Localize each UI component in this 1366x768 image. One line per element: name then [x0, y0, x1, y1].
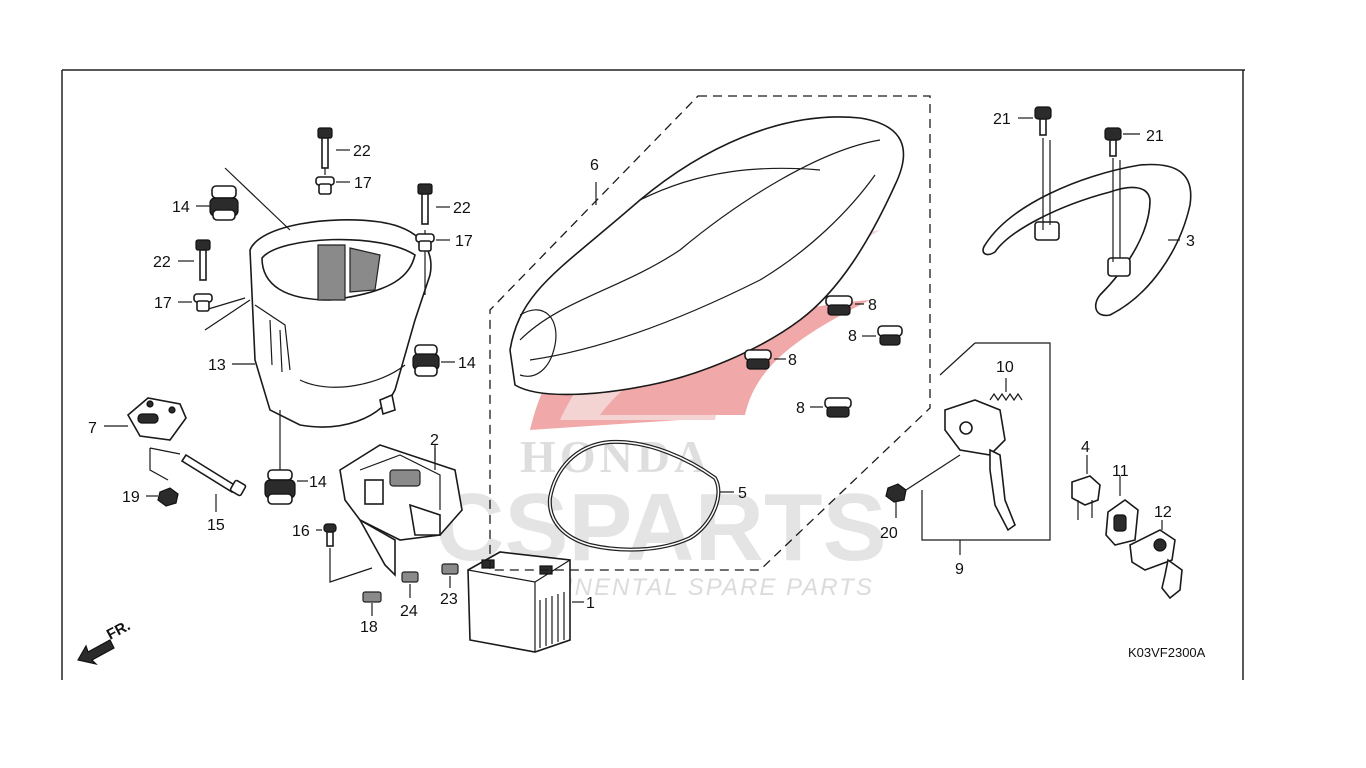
diagram-frame — [61, 69, 1245, 680]
front-direction-arrow: FR. — [77, 617, 133, 666]
callout-22a: 22 — [353, 143, 371, 160]
rubber-damper-bottom — [264, 469, 296, 505]
callout-4: 4 — [1081, 439, 1090, 456]
callout-13: 13 — [208, 357, 226, 374]
callout-22c: 22 — [153, 254, 171, 271]
bracket — [126, 397, 187, 441]
battery-box — [339, 444, 463, 577]
seat-stopper-4 — [824, 397, 852, 418]
bolt-15 — [180, 453, 247, 497]
collar-17-right — [415, 233, 435, 252]
screw-16 — [323, 523, 337, 547]
seat — [509, 116, 905, 396]
leader-lines-grab-rail — [1018, 117, 1140, 262]
key-cylinder — [1129, 520, 1183, 600]
callout-11: 11 — [1112, 463, 1129, 480]
callout-17b: 17 — [455, 233, 473, 250]
seat-group-boundary — [489, 95, 931, 571]
clip-23 — [441, 563, 459, 575]
bolt-21-right — [1104, 127, 1122, 157]
clip-24 — [401, 571, 419, 583]
pointer-arrows-left — [178, 149, 455, 482]
lock-plate — [1105, 476, 1139, 546]
callout-17a: 17 — [354, 175, 372, 192]
seat-seal — [547, 439, 734, 552]
callout-14b: 14 — [458, 355, 476, 372]
leader-lines-seat — [595, 182, 876, 408]
callout-24: 24 — [400, 603, 418, 620]
callout-7: 7 — [88, 420, 97, 437]
rubber-damper-right — [412, 344, 440, 377]
seat-stopper-1 — [825, 295, 853, 316]
bolt-20 — [885, 454, 961, 518]
rubber-damper-top — [209, 185, 239, 221]
callout-8b: 8 — [848, 328, 857, 345]
leader-lines-bracket — [104, 425, 217, 512]
callout-16: 16 — [292, 523, 310, 540]
luggage-box — [249, 219, 432, 428]
bolt-21-left — [1034, 106, 1052, 136]
callout-20: 20 — [880, 525, 898, 542]
callout-1: 1 — [586, 595, 595, 612]
callout-8c: 8 — [788, 352, 797, 369]
nut-19 — [157, 487, 179, 507]
bolt-22-left — [195, 239, 211, 281]
seat-latch — [944, 399, 1016, 532]
lock-cover — [1071, 455, 1101, 520]
battery — [467, 551, 584, 653]
callout-10: 10 — [996, 359, 1014, 376]
bolt-22-top — [317, 127, 333, 169]
callout-23: 23 — [440, 591, 458, 608]
callout-14c: 14 — [309, 474, 327, 491]
diagram-code: K03VF2300A — [1128, 645, 1206, 660]
callout-21a: 21 — [993, 111, 1011, 128]
callout-5: 5 — [738, 485, 747, 502]
collar-17-top — [315, 176, 335, 195]
callout-18: 18 — [360, 619, 378, 636]
bolt-22-right — [417, 183, 433, 225]
front-label: FR. — [104, 617, 133, 643]
callout-9: 9 — [955, 561, 964, 578]
callout-2: 2 — [430, 432, 439, 449]
callout-12: 12 — [1154, 504, 1172, 521]
collar-17-left — [193, 293, 213, 312]
callout-22b: 22 — [453, 200, 471, 217]
seat-stopper-2 — [877, 325, 903, 346]
callout-labels: 1 2 3 4 5 6 7 8 8 8 8 9 10 11 12 13 14 1… — [88, 111, 1195, 636]
callout-17c: 17 — [154, 295, 172, 312]
latch-spring — [989, 378, 1023, 402]
callout-8a: 8 — [868, 297, 877, 314]
callout-6: 6 — [590, 157, 599, 174]
latch-group-boundary — [921, 342, 1051, 555]
callout-21b: 21 — [1146, 128, 1164, 145]
callout-14a: 14 — [172, 199, 190, 216]
callout-3: 3 — [1186, 233, 1195, 250]
callout-15: 15 — [207, 517, 225, 534]
seat-stopper-3 — [744, 349, 772, 370]
callout-8d: 8 — [796, 400, 805, 417]
callout-19: 19 — [122, 489, 140, 506]
clip-18 — [362, 591, 382, 603]
leader-lines-battery-box — [316, 448, 451, 616]
grab-rail — [982, 163, 1192, 317]
